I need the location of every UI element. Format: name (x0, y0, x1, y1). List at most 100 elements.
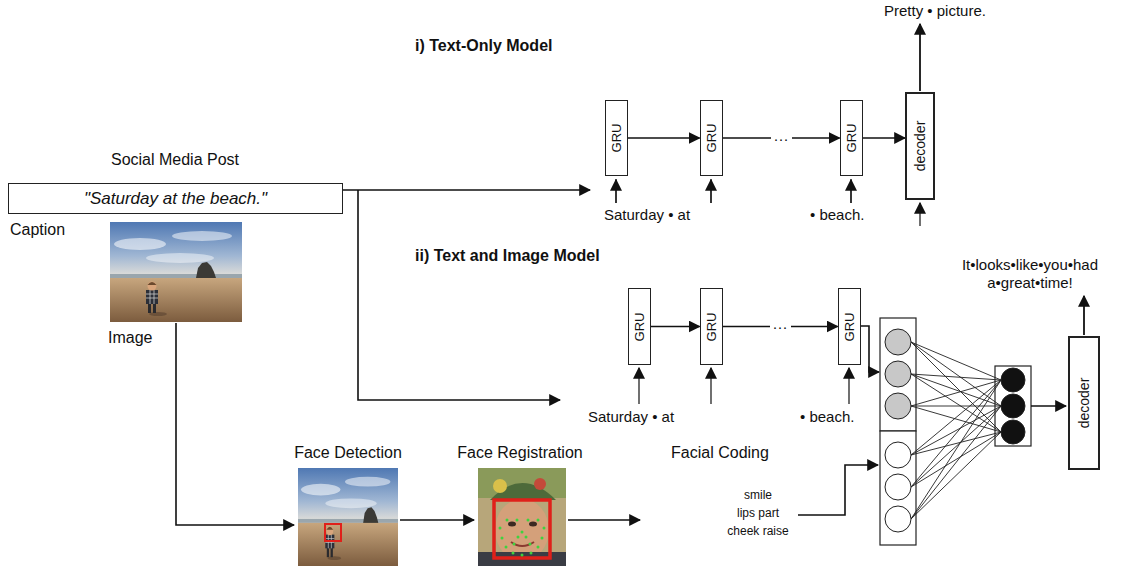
drawing-part (885, 393, 911, 419)
facial-code: smile (744, 488, 772, 502)
gru-cell: GRU (700, 288, 723, 365)
drawing-part (880, 318, 916, 431)
part-label: Caption (10, 220, 65, 239)
connector-label: ··· (770, 319, 791, 334)
beach-photo (110, 222, 242, 322)
facial-code: cheek raise (727, 524, 788, 538)
token-text: Saturday • at (588, 408, 674, 426)
drawing-part (499, 527, 502, 530)
drawing-part (501, 537, 504, 540)
decoder-box: decoder (1068, 336, 1100, 470)
drawing-part (885, 506, 911, 532)
drawing-part (516, 519, 519, 522)
connector-label: ··· (771, 131, 792, 146)
connector-arrow (863, 137, 906, 139)
drawing-part (537, 546, 540, 549)
model-title: ii) Text and Image Model (415, 246, 600, 265)
rotated-label: GRU (609, 124, 624, 153)
drawing-part (513, 543, 516, 546)
input-arrow (358, 190, 560, 400)
drawing-part (529, 543, 532, 546)
drawing-part (508, 522, 516, 527)
drawing-part (880, 431, 916, 545)
gru-cell: GRU (840, 100, 863, 176)
drawing-part (1001, 394, 1025, 418)
drawing-part (1001, 368, 1025, 392)
drawing-part (505, 546, 508, 549)
rotated-label: decoder (912, 121, 928, 172)
drawing-part (521, 554, 524, 557)
model-title: i) Text-Only Model (415, 36, 552, 55)
rotated-label: GRU (844, 124, 859, 153)
drawing-part (911, 342, 1001, 519)
input-arrow (343, 189, 590, 191)
drawing-part (911, 342, 1001, 519)
step-label: Facial Coding (671, 443, 769, 462)
face-detection-photo (298, 468, 398, 566)
drawing-part (529, 522, 537, 527)
token-arrow (848, 368, 849, 404)
pipeline-arrow (568, 519, 640, 521)
fusion-arrow (861, 326, 879, 372)
rotated-label: GRU (632, 312, 647, 341)
step-label: Face Detection (294, 443, 402, 462)
gru-cell: GRU (605, 100, 628, 176)
drawing-part (534, 478, 546, 490)
drawing-part (494, 500, 550, 558)
drawing-part (499, 519, 546, 557)
step-label: Face Registration (457, 443, 582, 462)
face-registration-photo (478, 468, 566, 566)
drawing-part (885, 329, 911, 355)
fusion-arrow (798, 465, 878, 515)
decoder-input-arrow (919, 203, 920, 226)
drawing-part (521, 531, 524, 534)
token-text: Saturday • at (604, 206, 690, 224)
box-text: "Saturday at the beach." (84, 189, 267, 209)
token-arrow (850, 180, 851, 203)
connector-arrow (651, 326, 700, 328)
drawing-part (493, 479, 507, 493)
token-arrow (615, 180, 616, 203)
detection-box (325, 524, 341, 541)
token-arrow (616, 179, 851, 203)
connector-arrow (628, 137, 700, 139)
part-label: Image (108, 328, 152, 347)
drawing-part (525, 536, 528, 539)
drawing-part (885, 442, 911, 468)
drawing-part (512, 552, 515, 555)
rotated-label: GRU (842, 312, 857, 341)
output-arrow (1083, 296, 1085, 335)
drawing-part (543, 527, 546, 530)
pipeline-arrow (400, 519, 474, 521)
token-text: • beach. (800, 408, 854, 426)
drawing-part (517, 536, 520, 539)
rotated-label: decoder (1076, 378, 1092, 429)
token-arrow (710, 180, 711, 203)
token-arrow (638, 368, 639, 404)
gru-cell: GRU (700, 100, 723, 176)
drawing-part (506, 519, 509, 522)
image-arrow (176, 323, 294, 525)
facial-code: lips part (737, 506, 779, 520)
output-text: It•looks•like•you•had a•great•time! (930, 256, 1130, 292)
section-heading: Social Media Post (111, 150, 239, 169)
caption-box: "Saturday at the beach." (8, 183, 343, 214)
gru-cell: GRU (838, 288, 861, 365)
drawing-part (541, 537, 544, 540)
drawing-part (885, 474, 911, 500)
token-arrow (710, 368, 711, 404)
fusion-network (880, 318, 1031, 545)
drawing-part (530, 552, 533, 555)
rotated-label: GRU (704, 312, 719, 341)
drawing-part (885, 361, 911, 387)
drawing-part (495, 499, 549, 561)
drawing-part (511, 542, 534, 546)
token-text: • beach. (810, 206, 864, 224)
gru-cell: GRU (628, 288, 651, 365)
output-text: Pretty • picture. (884, 2, 986, 20)
rotated-label: GRU (704, 124, 719, 153)
drawing-part (527, 519, 530, 522)
